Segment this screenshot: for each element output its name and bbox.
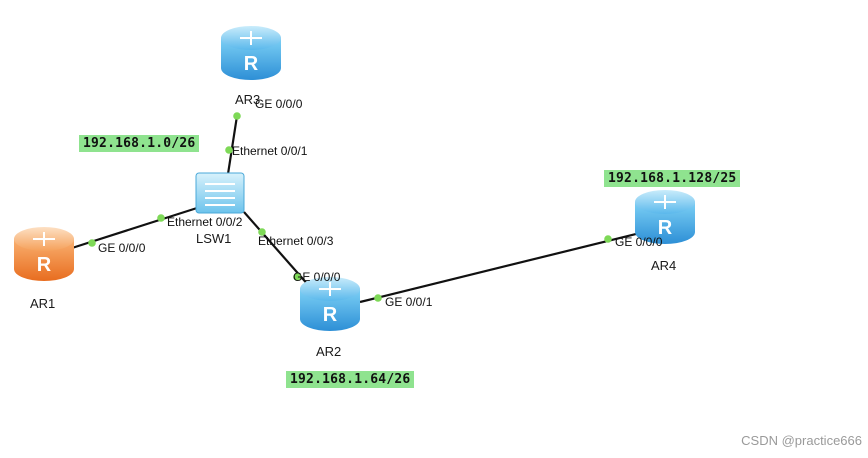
port-dot-ar3-ge000[interactable] <box>233 112 241 120</box>
port-dot-ar2-ge001[interactable] <box>374 294 382 302</box>
device-label-lsw1: LSW1 <box>196 231 232 246</box>
device-label-ar3: AR3 <box>235 92 261 107</box>
port-dots <box>88 112 612 302</box>
port-label-ar2-ge001: GE 0/0/1 <box>385 295 433 309</box>
port-dot-lsw1-eth001[interactable] <box>225 146 233 154</box>
port-dot-ar4-ge000[interactable] <box>604 235 612 243</box>
device-label-ar2: AR2 <box>316 344 342 359</box>
port-dot-ar1-ge000[interactable] <box>88 239 96 247</box>
svg-text:R: R <box>323 304 338 326</box>
link-ar3-lsw1[interactable] <box>226 115 239 175</box>
device-label-ar4: AR4 <box>651 258 677 273</box>
router-ar4-icon[interactable]: R <box>635 190 695 244</box>
router-ar2-icon[interactable]: R <box>300 277 360 331</box>
link-ar2-ar4[interactable] <box>359 231 641 304</box>
port-dot-lsw1-eth002[interactable] <box>157 214 165 222</box>
network-label-lan3: 192.168.1.128/25 <box>604 170 741 187</box>
router-ar3-icon[interactable]: R <box>221 26 281 80</box>
svg-text:R: R <box>37 254 52 276</box>
port-dot-lsw1-eth003[interactable] <box>258 228 266 236</box>
svg-text:R: R <box>244 53 259 75</box>
switch-lsw1-icon[interactable] <box>195 172 245 214</box>
port-dot-ar2-ge000[interactable] <box>293 273 301 281</box>
router-ar1-icon[interactable]: R <box>14 227 74 281</box>
port-label-lsw1-eth001: Ethernet 0/0/1 <box>232 144 308 158</box>
network-label-lan1: 192.168.1.0/26 <box>79 135 200 152</box>
device-label-ar1: AR1 <box>30 296 56 311</box>
port-label-ar4-ge000: GE 0/0/0 <box>615 235 663 249</box>
port-label-lsw1-eth002: Ethernet 0/0/2 <box>167 215 243 229</box>
port-label-ar3-ge000: GE 0/0/0 <box>255 97 303 111</box>
port-label-ar1-ge000: GE 0/0/0 <box>98 241 146 255</box>
watermark: CSDN @practice666 <box>741 433 862 448</box>
port-label-ar2-ge000: GE 0/0/0 <box>293 270 341 284</box>
network-label-lan2: 192.168.1.64/26 <box>286 371 415 388</box>
port-label-lsw1-eth003: Ethernet 0/0/3 <box>258 234 334 248</box>
svg-text:R: R <box>658 217 673 239</box>
